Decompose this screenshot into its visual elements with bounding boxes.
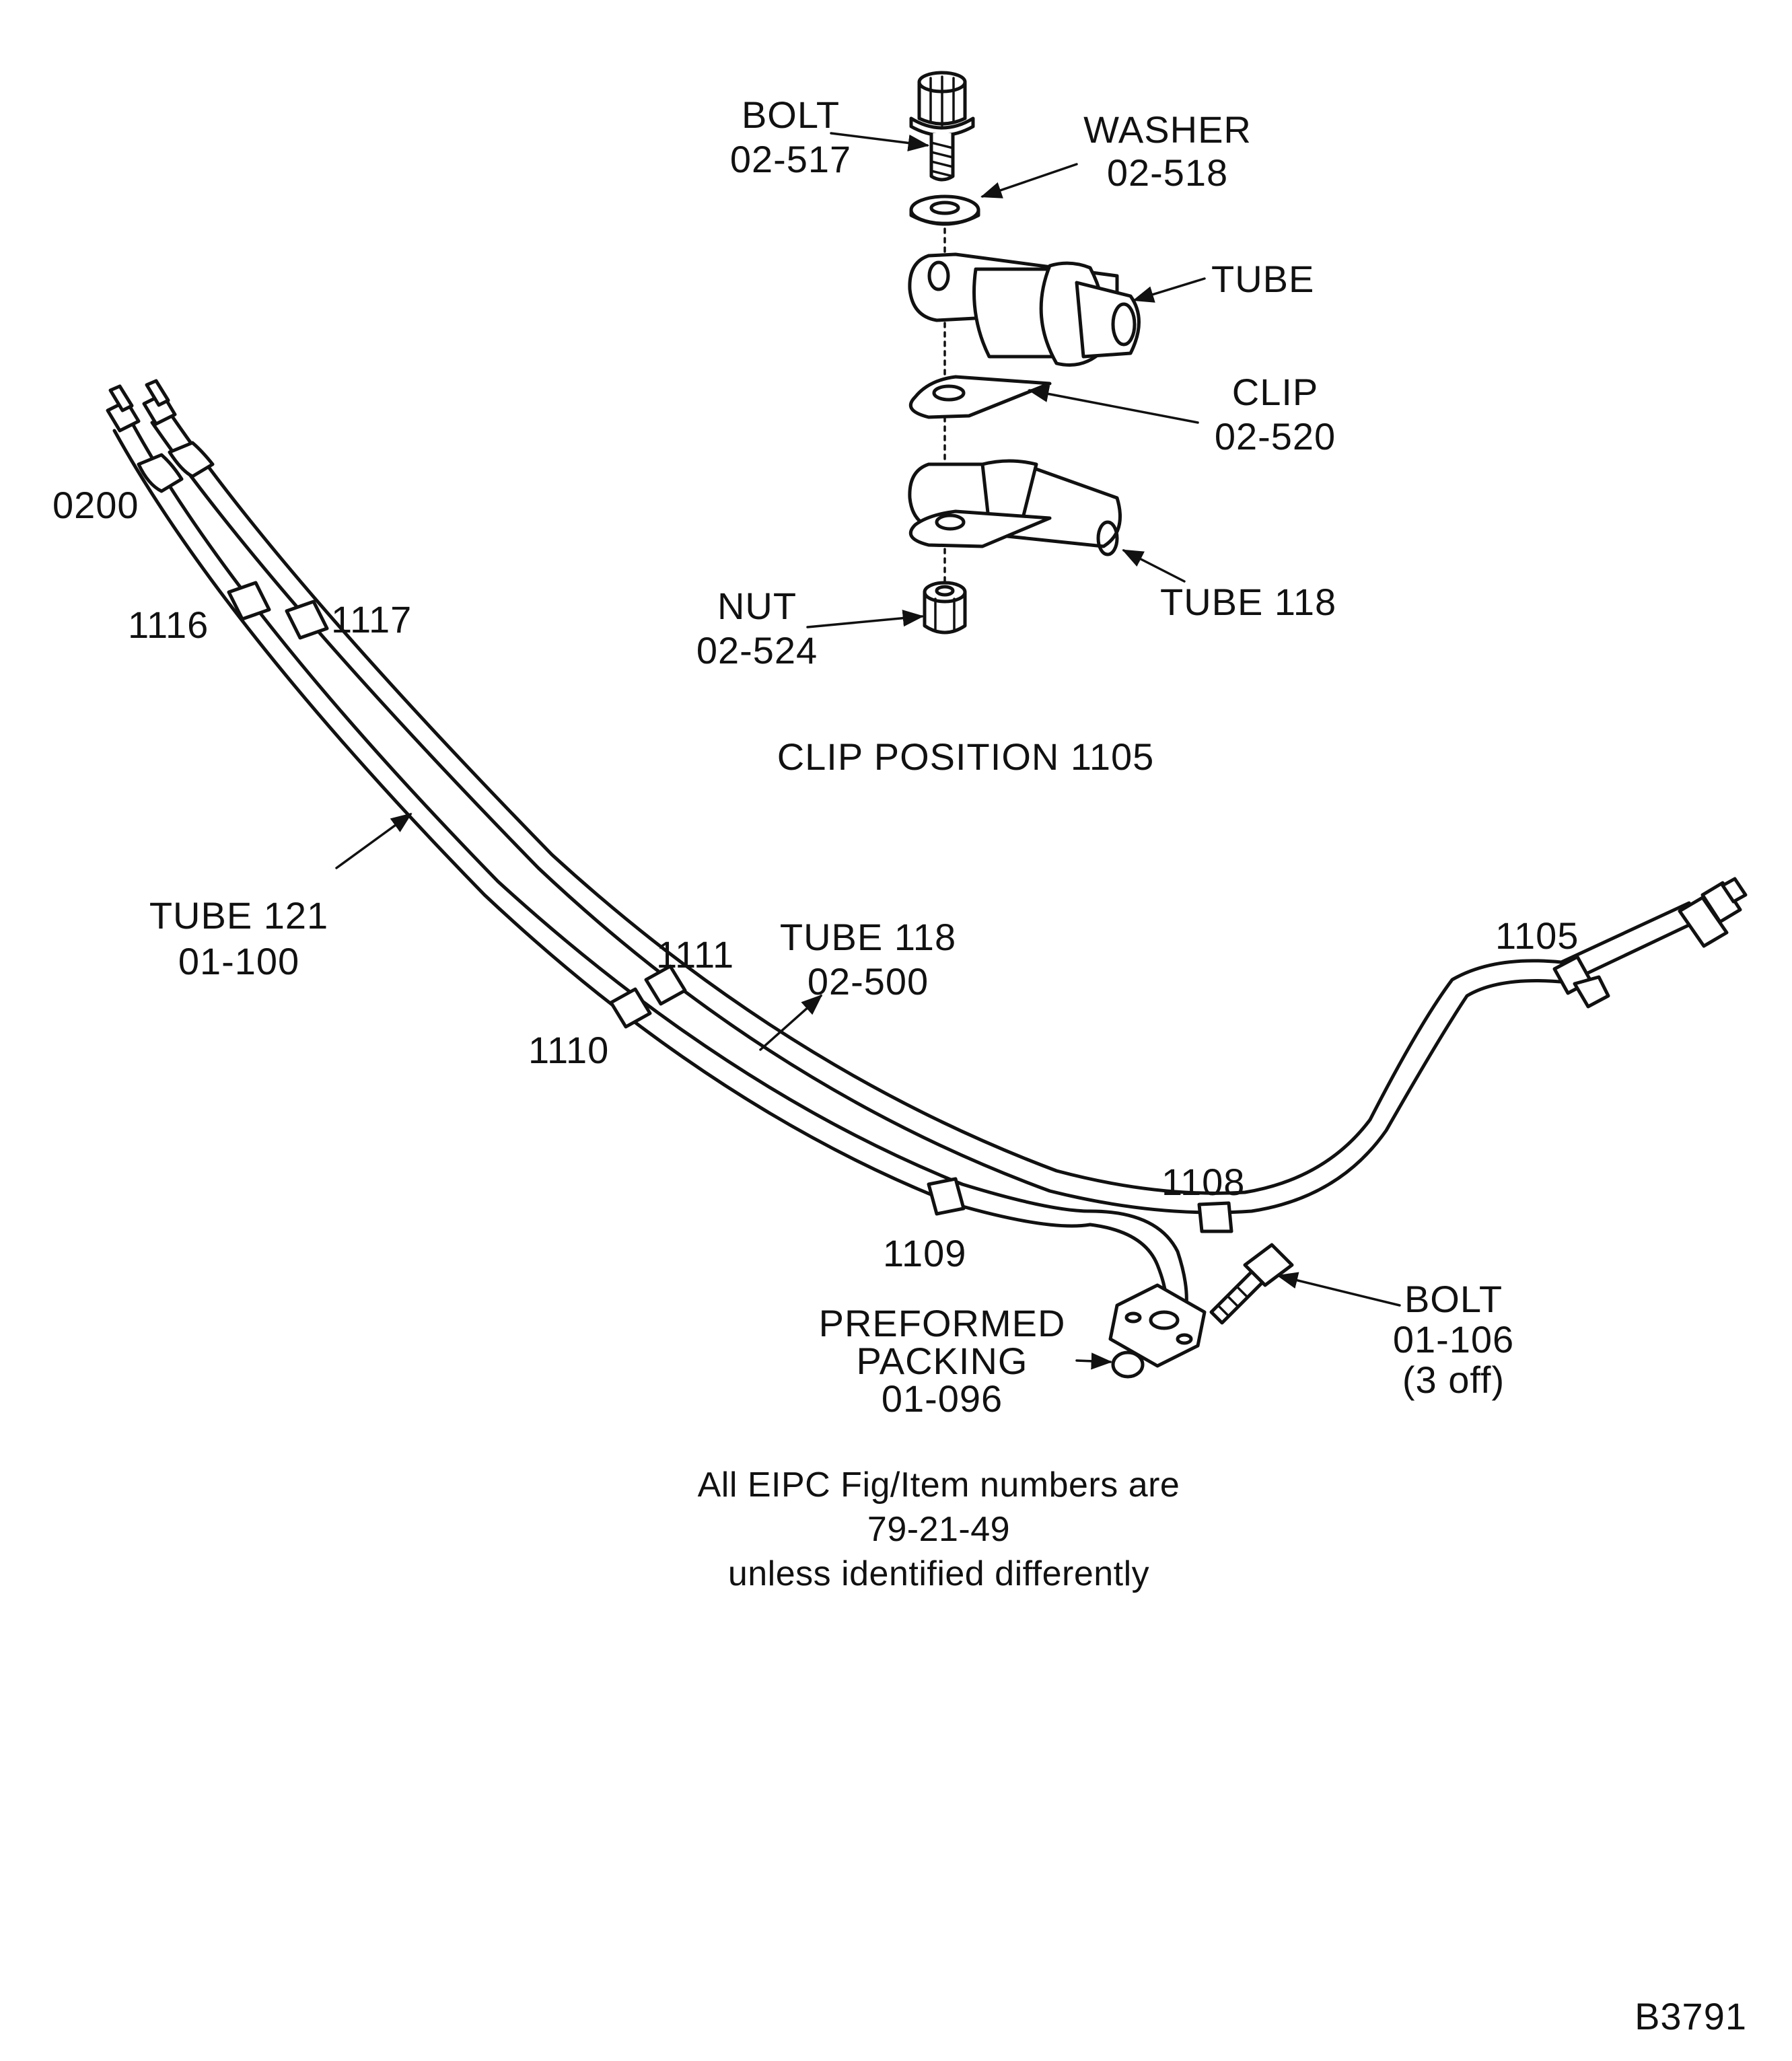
label-pos-1105: 1105 bbox=[1495, 914, 1579, 957]
label-tube-118: TUBE 118 bbox=[780, 916, 956, 958]
label-pos-0200: 0200 bbox=[52, 484, 139, 526]
note-line2: 79-21-49 bbox=[867, 1510, 1010, 1549]
label-clip-ref: 02-520 bbox=[1215, 415, 1336, 458]
label-washer-ref: 02-518 bbox=[1107, 151, 1228, 194]
washer-02-518-shape bbox=[909, 194, 980, 226]
detail-title: CLIP POSITION 1105 bbox=[777, 735, 1155, 778]
preformed-packing-ring bbox=[1111, 1350, 1145, 1379]
label-pos-1110: 1110 bbox=[528, 1029, 609, 1071]
tube-clamp-sleeves bbox=[227, 581, 1610, 1233]
drawing-number: B3791 bbox=[1635, 1995, 1747, 2037]
label-packing-ref: 01-096 bbox=[882, 1377, 1003, 1420]
tube-118-in-clip-shape bbox=[908, 459, 1122, 556]
detail-labels: BOLT 02-517 WASHER 02-518 TUBE CLIP 02-5… bbox=[696, 94, 1336, 778]
label-washer: WASHER bbox=[1083, 108, 1252, 151]
label-pos-1117: 1117 bbox=[331, 598, 412, 641]
label-bolt-main: BOLT bbox=[1404, 1278, 1503, 1320]
main-labels: 0200 1116 1117 TUBE 121 01-100 1111 1110… bbox=[52, 484, 1579, 1420]
right-end-fitting bbox=[1678, 877, 1748, 948]
left-end-fittings bbox=[106, 379, 215, 493]
note-line1: All EIPC Fig/Item numbers are bbox=[698, 1466, 1180, 1505]
reference-note: All EIPC Fig/Item numbers are 79-21-49 u… bbox=[698, 1466, 1180, 1593]
nut-02-524-shape bbox=[923, 581, 967, 635]
label-tube-121-ref: 01-100 bbox=[178, 940, 299, 982]
tube-in-clip-shape bbox=[908, 252, 1141, 419]
label-pos-1109: 1109 bbox=[883, 1232, 966, 1274]
label-tube-121: TUBE 121 bbox=[149, 894, 328, 937]
label-bolt: BOLT bbox=[742, 94, 840, 136]
main-tube-assembly bbox=[106, 379, 1748, 1379]
tube-121-outline-a bbox=[112, 429, 1092, 1228]
label-pos-1116: 1116 bbox=[128, 604, 209, 646]
label-packing-line1: PREFORMED bbox=[819, 1302, 1066, 1344]
label-clip: CLIP bbox=[1232, 371, 1319, 413]
clip-detail-exploded-view bbox=[806, 71, 1206, 635]
note-line3: unless identified differently bbox=[728, 1554, 1149, 1593]
label-bolt-main-ref: 01-106 bbox=[1393, 1318, 1514, 1361]
label-bolt-ref: 02-517 bbox=[730, 138, 851, 180]
bolt-02-517-shape bbox=[909, 71, 975, 182]
label-nut: NUT bbox=[717, 585, 797, 627]
label-pos-1108: 1108 bbox=[1161, 1161, 1245, 1203]
label-pos-1111: 1111 bbox=[656, 933, 734, 976]
end-flange bbox=[1108, 1283, 1207, 1368]
label-bolt-qty: (3 off) bbox=[1402, 1359, 1505, 1401]
tube-118-outline-a bbox=[150, 421, 1698, 1215]
label-tube-118-detail: TUBE 118 bbox=[1160, 581, 1336, 623]
label-nut-ref: 02-524 bbox=[696, 629, 818, 672]
bolt-01-106-shape bbox=[1209, 1243, 1294, 1325]
label-packing-line2: PACKING bbox=[857, 1340, 1028, 1382]
tube-118-outline-b bbox=[169, 412, 1691, 1195]
label-tube: TUBE bbox=[1211, 258, 1314, 300]
label-tube-118-ref: 02-500 bbox=[808, 960, 929, 1003]
